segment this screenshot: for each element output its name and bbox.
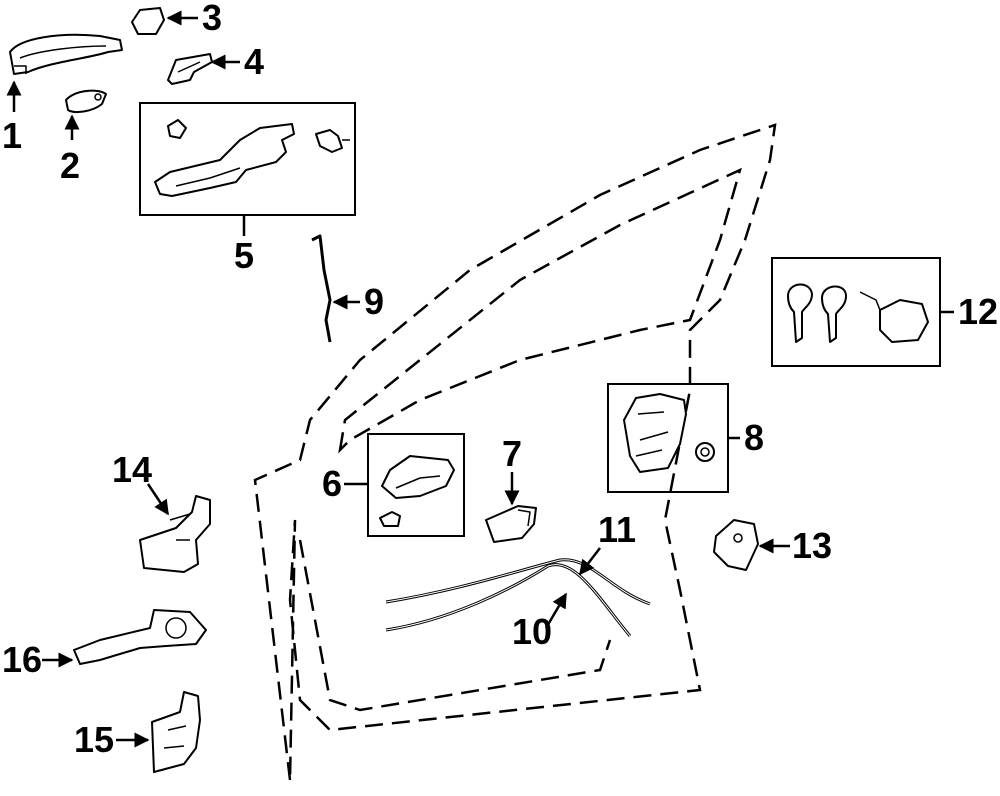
- leader-lines: [6, 10, 954, 748]
- callout-9: 9: [364, 281, 384, 322]
- callout-13: 13: [792, 525, 832, 566]
- callout-1: 1: [2, 115, 22, 156]
- callout-14: 14: [112, 449, 152, 490]
- callout-4: 4: [244, 41, 264, 82]
- door-striker-part: [713, 519, 759, 571]
- callout-3: 3: [202, 0, 222, 38]
- handle-pad-part: [65, 89, 107, 113]
- callout-7: 7: [502, 433, 522, 474]
- outside-handle-part: [9, 33, 123, 75]
- door-outline: [253, 123, 777, 781]
- handle-cap-part: [131, 7, 165, 35]
- callout-8: 8: [744, 417, 764, 458]
- callout-2: 2: [60, 145, 80, 186]
- callout-16: 16: [2, 639, 42, 680]
- callout-5: 5: [234, 235, 254, 276]
- handle-pad-rear-part: [167, 53, 213, 85]
- callout-labels: 1 2 3 4 5 6 7 8 9 10 11 12 13 14 15 16: [2, 0, 998, 760]
- callout-12: 12: [958, 291, 998, 332]
- lower-hinge-part: [151, 691, 201, 773]
- upper-hinge-part: [139, 495, 211, 573]
- door-cables: [385, 558, 651, 637]
- handle-frame-group: [139, 102, 356, 216]
- door-check-part: [73, 609, 207, 665]
- callout-15: 15: [74, 719, 114, 760]
- callout-6: 6: [322, 463, 342, 504]
- inside-handle-bezel-part: [485, 505, 537, 543]
- callout-10: 10: [512, 611, 552, 652]
- key-cylinder-group: [771, 257, 941, 367]
- callout-11: 11: [598, 509, 636, 550]
- lock-assembly-group: [607, 383, 729, 493]
- lock-rod-part: [311, 234, 332, 343]
- inside-handle-group: [367, 433, 465, 537]
